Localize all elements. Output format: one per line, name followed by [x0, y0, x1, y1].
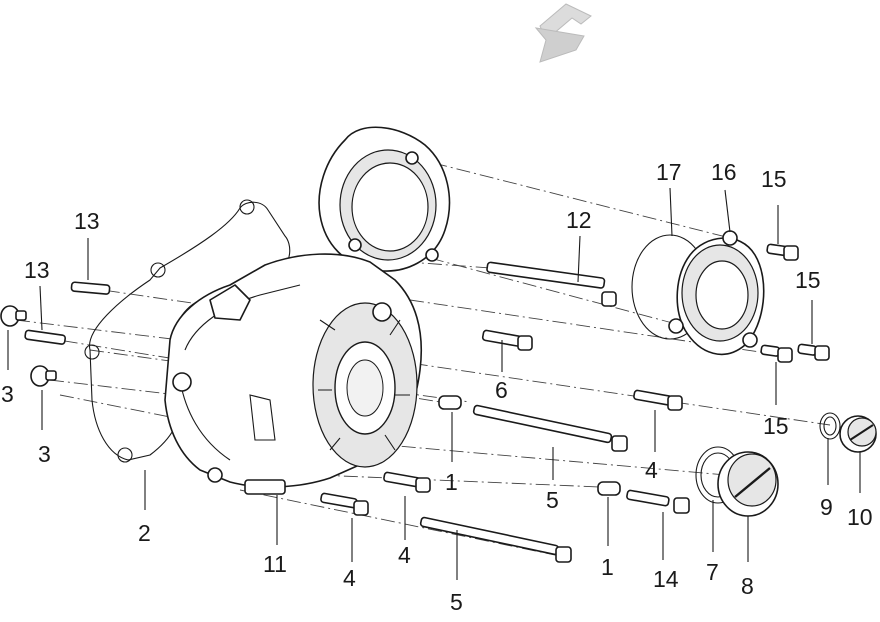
label-3-b: 3 [38, 441, 51, 467]
leader-lines [7, 187, 861, 580]
label-12: 12 [566, 207, 592, 233]
arrow-icon [534, 3, 592, 63]
dowel-1-a [438, 395, 462, 410]
label-13-a: 13 [74, 208, 100, 234]
bolt-14 [626, 489, 690, 514]
label-4-c: 4 [343, 565, 356, 591]
bolt-15-c [797, 343, 830, 361]
bolt-13-b [24, 329, 67, 345]
bolt-12 [486, 261, 617, 307]
nut-3-a [0, 305, 27, 327]
label-16: 16 [711, 159, 737, 185]
bolt-15-b [760, 344, 793, 363]
label-1-b: 1 [601, 554, 614, 580]
label-13-b: 13 [24, 257, 50, 283]
label-7: 7 [706, 559, 719, 585]
label-15-b: 15 [795, 267, 821, 293]
nut-3-b [30, 365, 57, 387]
label-14: 14 [653, 566, 679, 592]
label-10: 10 [847, 504, 873, 530]
bolt-6 [481, 329, 533, 351]
dowel-1-b [597, 481, 621, 496]
label-1-a: 1 [445, 469, 458, 495]
label-9: 9 [820, 494, 833, 520]
upper-housing [318, 126, 451, 272]
label-3-a: 3 [1, 381, 14, 407]
bolt-4-b [383, 471, 431, 493]
label-17: 17 [656, 159, 682, 185]
gasket [89, 201, 291, 461]
label-4-a: 4 [645, 457, 658, 483]
bolt-4-c [320, 492, 369, 516]
cover-16 [668, 230, 765, 356]
label-15-a: 15 [761, 166, 787, 192]
label-8: 8 [741, 573, 754, 599]
plug-8 [717, 451, 779, 517]
label-4-b: 4 [398, 542, 411, 568]
bolt-4-a [633, 389, 683, 411]
part-labels: 1 1 2 3 3 4 4 4 4 5 5 6 7 8 9 10 11 12 1… [1, 159, 873, 615]
main-cover [164, 253, 423, 495]
label-6: 6 [495, 377, 508, 403]
plug-10 [839, 415, 877, 453]
label-2: 2 [138, 520, 151, 546]
label-11: 11 [263, 551, 287, 577]
label-5-b: 5 [450, 589, 463, 615]
label-15-c: 15 [763, 413, 789, 439]
bolt-15-a [766, 243, 799, 261]
bolt-13-a [70, 281, 111, 295]
label-5-a: 5 [546, 487, 559, 513]
o-ring-9 [819, 412, 841, 440]
bolt-5-b [419, 516, 572, 563]
bolt-5-a [472, 404, 628, 452]
